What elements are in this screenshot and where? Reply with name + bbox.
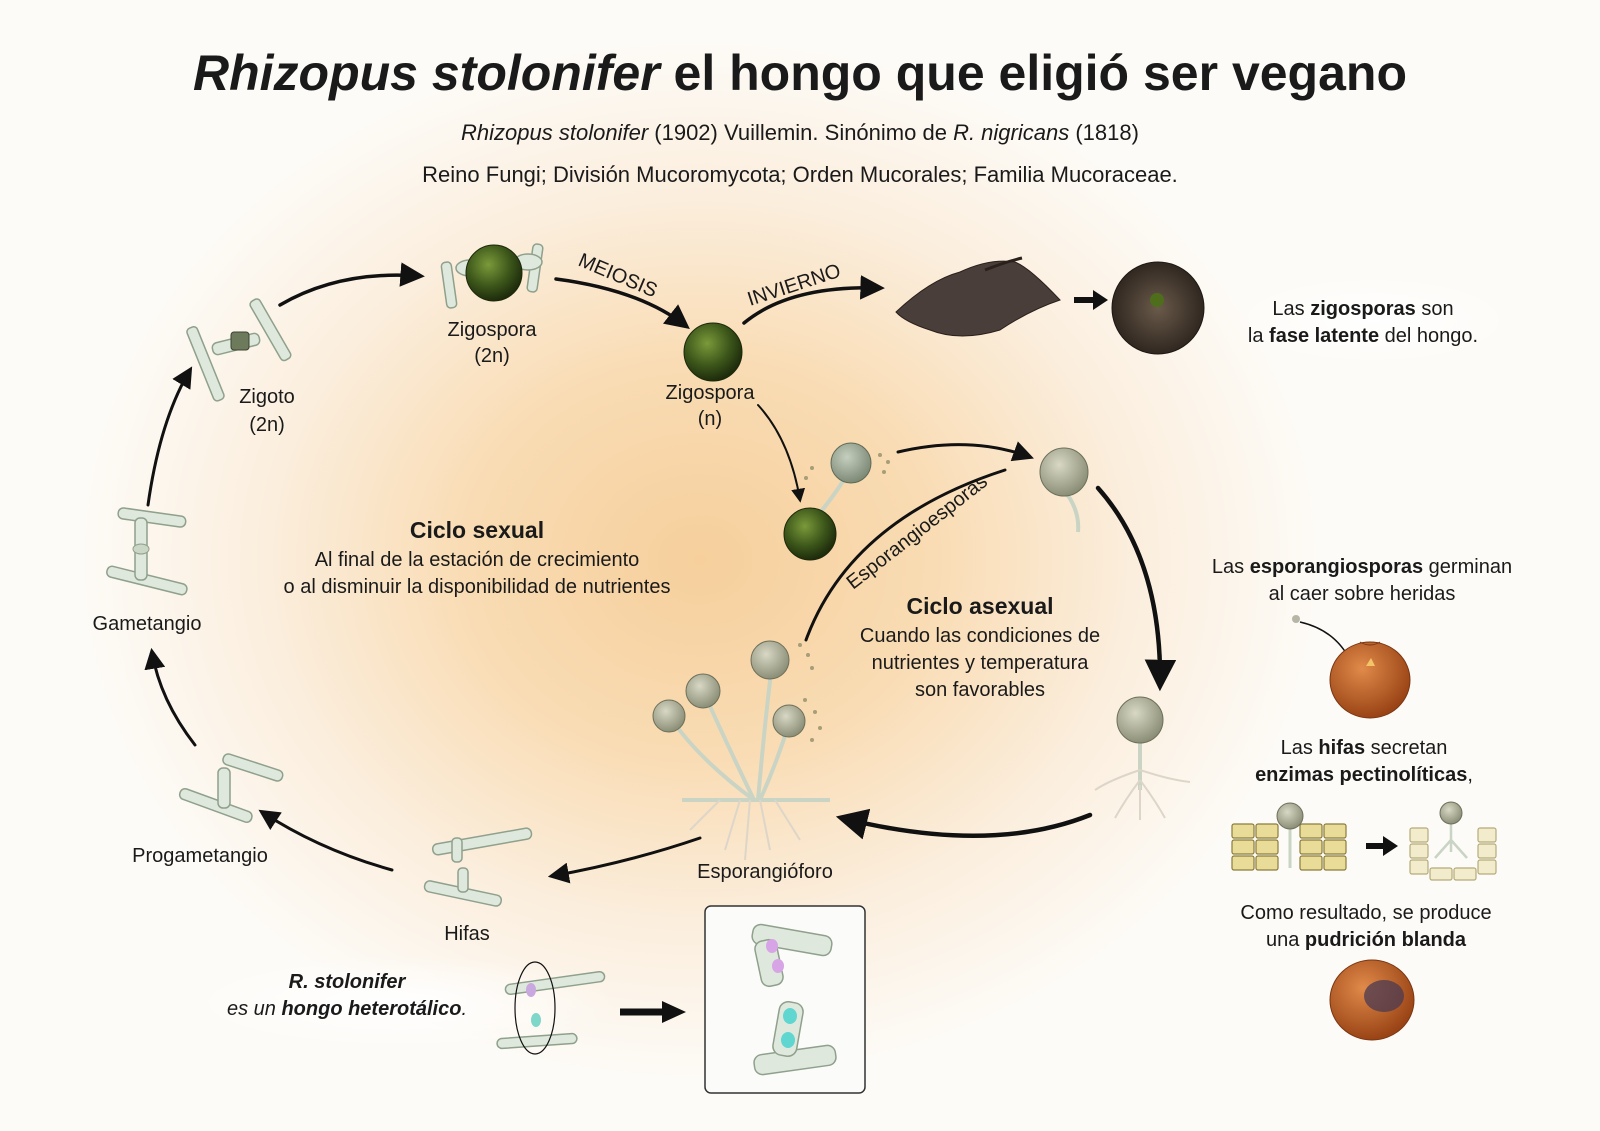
sporangium-illustration [1039, 447, 1089, 533]
result-note-line1: Como resultado, se produce [1240, 902, 1491, 924]
result-note-line2: una pudrición blanda [1266, 929, 1467, 951]
zygote-label-line2: (2n) [249, 414, 285, 436]
sexual-cycle-line1: Al final de la estación de crecimiento [315, 549, 640, 571]
sporangia-heads [652, 640, 806, 738]
gametangium-label: Gametangio [93, 613, 202, 635]
sexual-cycle-title: Ciclo sexual [410, 517, 544, 543]
zygote-illustration [186, 298, 292, 402]
soil-zygospore-illustration [1111, 261, 1205, 355]
spore-icon [1292, 615, 1300, 623]
hypha-on-tissue-illustration [1276, 802, 1304, 868]
heterothallic-arrowhead-icon [662, 1001, 686, 1023]
heterothallic-note-line1: R. stolonifer [289, 971, 407, 993]
meiosis-label: MEIOSIS [575, 249, 660, 302]
latent-note-line2: la fase latente del hongo. [1248, 325, 1478, 347]
zygospore-n-label-line1: Zigospora [666, 382, 756, 404]
spore-dots [798, 453, 890, 742]
subtitle-taxonomy: Reino Fungi; División Mucoromycota; Orde… [422, 162, 1178, 187]
mating-hyphae-illustration [496, 961, 606, 1055]
invierno-label: INVIERNO [745, 260, 844, 311]
germinate-note-line2: al caer sobre heridas [1269, 583, 1456, 605]
subtitle-synonym: Rhizopus stolonifer (1902) Vuillemin. Si… [461, 120, 1139, 145]
zygospore-2n-label-line1: Zigospora [448, 319, 538, 341]
zygospore-n-illustration [683, 322, 743, 382]
dried-fruit-illustration [895, 256, 1061, 337]
progametangium-label: Progametangio [132, 845, 268, 867]
rhizoid-sporangium-illustration [1094, 696, 1191, 820]
hyphae-illustration [423, 827, 533, 907]
zygospore-2n-illustration [440, 243, 544, 309]
zygospore-2n-label-line2: (2n) [474, 345, 510, 367]
asexual-cycle-title: Ciclo asexual [906, 593, 1053, 619]
germinating-zygospore-illustration [783, 442, 872, 561]
latent-arrowhead-icon [1093, 290, 1108, 310]
sporangiophore-label: Esporangióforo [697, 861, 833, 883]
asexual-cycle-line3: son favorables [915, 679, 1045, 701]
zygote-label-line1: Zigoto [239, 386, 295, 408]
latent-note-bg [1228, 274, 1518, 366]
rooted-hypha-illustration [1434, 801, 1468, 859]
asexual-cycle-arrows [804, 441, 1177, 840]
asexual-cycle-line2: nutrientes y temperatura [872, 652, 1090, 674]
gametangium-illustration [106, 507, 188, 596]
tissue-arrowhead-icon [1383, 836, 1398, 856]
progametangium-illustration [178, 753, 284, 823]
asexual-cycle-line1: Cuando las condiciones de [860, 625, 1100, 647]
sexual-cycle-line2: o al disminuir la disponibilidad de nutr… [284, 576, 671, 598]
sexual-cycle-arrows [144, 262, 885, 884]
esporangioesporas-label: Esporangioesporas [843, 470, 992, 593]
heterothallic-note-line2: es un hongo heterotálico. [227, 998, 467, 1020]
hyphae-note-line2: enzimas pectinolíticas, [1255, 764, 1473, 786]
germinate-note-line1: Las esporangiosporas germinan [1212, 556, 1512, 578]
rotten-fruit-illustration [1329, 959, 1415, 1041]
hyphae-note-line1: Las hifas secretan [1281, 737, 1448, 759]
degraded-tissue-illustration [1409, 827, 1497, 881]
hyphae-label: Hifas [444, 923, 490, 945]
mating-types-inset [704, 905, 866, 1094]
latent-note-line1: Las zigosporas son [1272, 298, 1453, 320]
wounded-fruit-illustration [1329, 641, 1411, 719]
zygospore-n-label-line2: (n) [698, 408, 722, 430]
embedded-zygospore-icon [1150, 293, 1164, 307]
healthy-tissue-illustration [1231, 823, 1347, 871]
page-title: Rhizopus stolonifer el hongo que eligió … [193, 45, 1407, 101]
